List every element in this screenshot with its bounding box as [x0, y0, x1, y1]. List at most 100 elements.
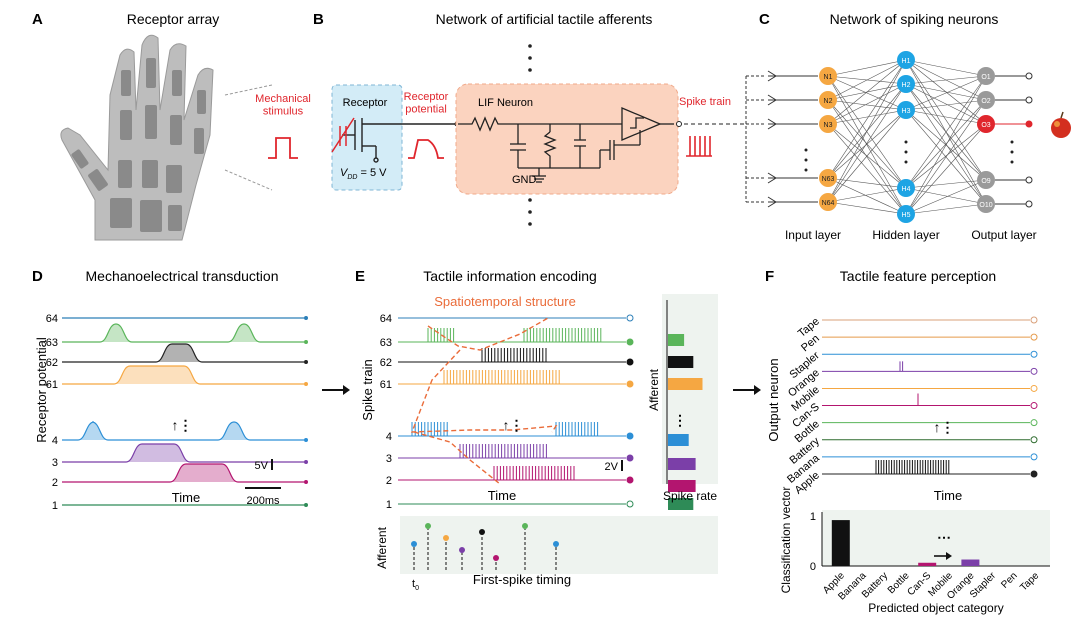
panel-d-letter: D [32, 268, 43, 285]
vertical-ellipsis-bottom [528, 198, 532, 226]
trace-end-dot [1030, 453, 1038, 461]
rate-axis-label: Afferent [647, 368, 661, 410]
channel-label: 3 [386, 453, 392, 465]
output-node [676, 121, 682, 127]
potential-trace [62, 365, 304, 385]
layer-ellipsis-dot [1010, 160, 1014, 164]
input-neuron-label: N64 [822, 200, 835, 207]
first-spike-marker [553, 541, 559, 547]
x-tick-label: Tape [1018, 570, 1041, 593]
spike-rate-bars [666, 300, 703, 510]
hidden-neuron-node [897, 101, 915, 119]
input-synapse [767, 118, 818, 130]
rate-xlabel: Spike rate [663, 489, 717, 503]
first-spike-marker [522, 523, 528, 529]
connection-hidden-output [905, 187, 987, 205]
hidden-layer-label: Hidden layer [872, 228, 939, 242]
trace-end-dot [304, 316, 308, 320]
trace-end-dot [1030, 402, 1038, 410]
output-neuron-axis-label: Output neuron [766, 358, 781, 441]
channel-label: 2 [386, 475, 392, 487]
input-layer-label: Input layer [785, 228, 841, 242]
ellipsis-arrow-d: ↑⋮ [172, 417, 193, 433]
trace-end-dot [626, 500, 634, 508]
connection-input-hidden [827, 75, 907, 215]
fst-axis-label: Afferent [375, 526, 389, 568]
vdd-label: VDD = 5 V [340, 167, 387, 181]
channel-label: 4 [52, 435, 58, 447]
trace-end-dot [626, 338, 634, 346]
panel-d-title: Mechanoelectrical transduction [86, 268, 279, 284]
spike-rate-bar [668, 434, 689, 446]
output-neuron-traces: TapePenStaplerOrangeMobileCan-SBottleBat… [785, 315, 1038, 497]
output-neuron-label: O2 [981, 98, 990, 105]
connection-hidden-output [905, 123, 987, 189]
input-synapses [745, 70, 818, 208]
connection-input-hidden [827, 109, 907, 203]
output-terminal [1025, 200, 1033, 208]
classification-xlabel: Predicted object category [868, 601, 1003, 615]
receptor-box [331, 84, 403, 191]
trace-end-dot [304, 480, 308, 484]
trace-end-dot [1030, 333, 1038, 341]
connection-input-hidden [827, 83, 907, 125]
channel-label: 3 [52, 457, 58, 469]
hidden-neuron-label: H2 [902, 82, 911, 89]
panel-f-letter: F [765, 268, 774, 285]
panel-b-letter: B [313, 11, 324, 28]
panel-e-title: Tactile information encoding [423, 268, 597, 284]
input-synapse [767, 172, 818, 184]
potential-fill [170, 464, 238, 482]
stimulus-pulse [268, 137, 298, 159]
layer-ellipsis-dot [904, 140, 908, 144]
connection-input-hidden [827, 109, 907, 179]
hidden-neuron-node [897, 51, 915, 69]
trace-end-dot [626, 358, 634, 366]
lif-circuit [458, 107, 674, 183]
connection-input-hidden [827, 59, 907, 125]
potential-trace [62, 463, 304, 483]
output-terminal [1025, 120, 1033, 128]
trace-end-dot [1030, 316, 1038, 324]
trace-end-dot [1030, 350, 1038, 358]
fst-panel-bg [400, 516, 718, 574]
panel-b-title: Network of artificial tactile afferents [436, 11, 653, 27]
connection-input-hidden [827, 187, 907, 203]
layer-ellipsis-dot [904, 160, 908, 164]
connection-input-hidden [827, 75, 907, 111]
y-tick-label: 0 [810, 561, 816, 573]
trace-end-dot [626, 454, 634, 462]
ellipsis-arrow-e: ↑⋮ [503, 417, 524, 433]
trace-end-dot [1030, 470, 1038, 478]
channel-label: 2 [52, 477, 58, 489]
output-neuron-node [977, 67, 995, 85]
trace-end-dot [304, 360, 308, 364]
hidden-neuron-label: H3 [902, 108, 911, 115]
connection-input-hidden [827, 59, 907, 77]
connection-hidden-output [905, 75, 987, 85]
output-neuron-node [977, 91, 995, 109]
first-spike-marker [459, 547, 465, 553]
first-spike-marker [479, 529, 485, 535]
trace-end-dot [304, 438, 308, 442]
classification-panel-bg [822, 510, 1050, 566]
output-neuron-node [977, 115, 995, 133]
e-voltage-scale-label: 2V [605, 461, 619, 473]
zoom-line-top [224, 84, 273, 96]
panel-e-xlabel: Time [488, 488, 516, 503]
zoom-line-bottom [224, 169, 273, 191]
transistor-symbol [342, 118, 400, 163]
arrow-e-f-head [754, 385, 761, 395]
trace-end-dot [1030, 367, 1038, 375]
output-neuron-label: O10 [979, 202, 992, 209]
output-neuron-node [977, 195, 995, 213]
connection-hidden-output [905, 59, 987, 77]
classification-bar [918, 562, 937, 566]
channel-label: 1 [52, 500, 58, 512]
rate-ellipsis: ⋮ [673, 412, 687, 428]
connection-input-hidden [827, 75, 907, 189]
input-neuron-label: N2 [824, 98, 833, 105]
potential-trace [62, 343, 304, 363]
